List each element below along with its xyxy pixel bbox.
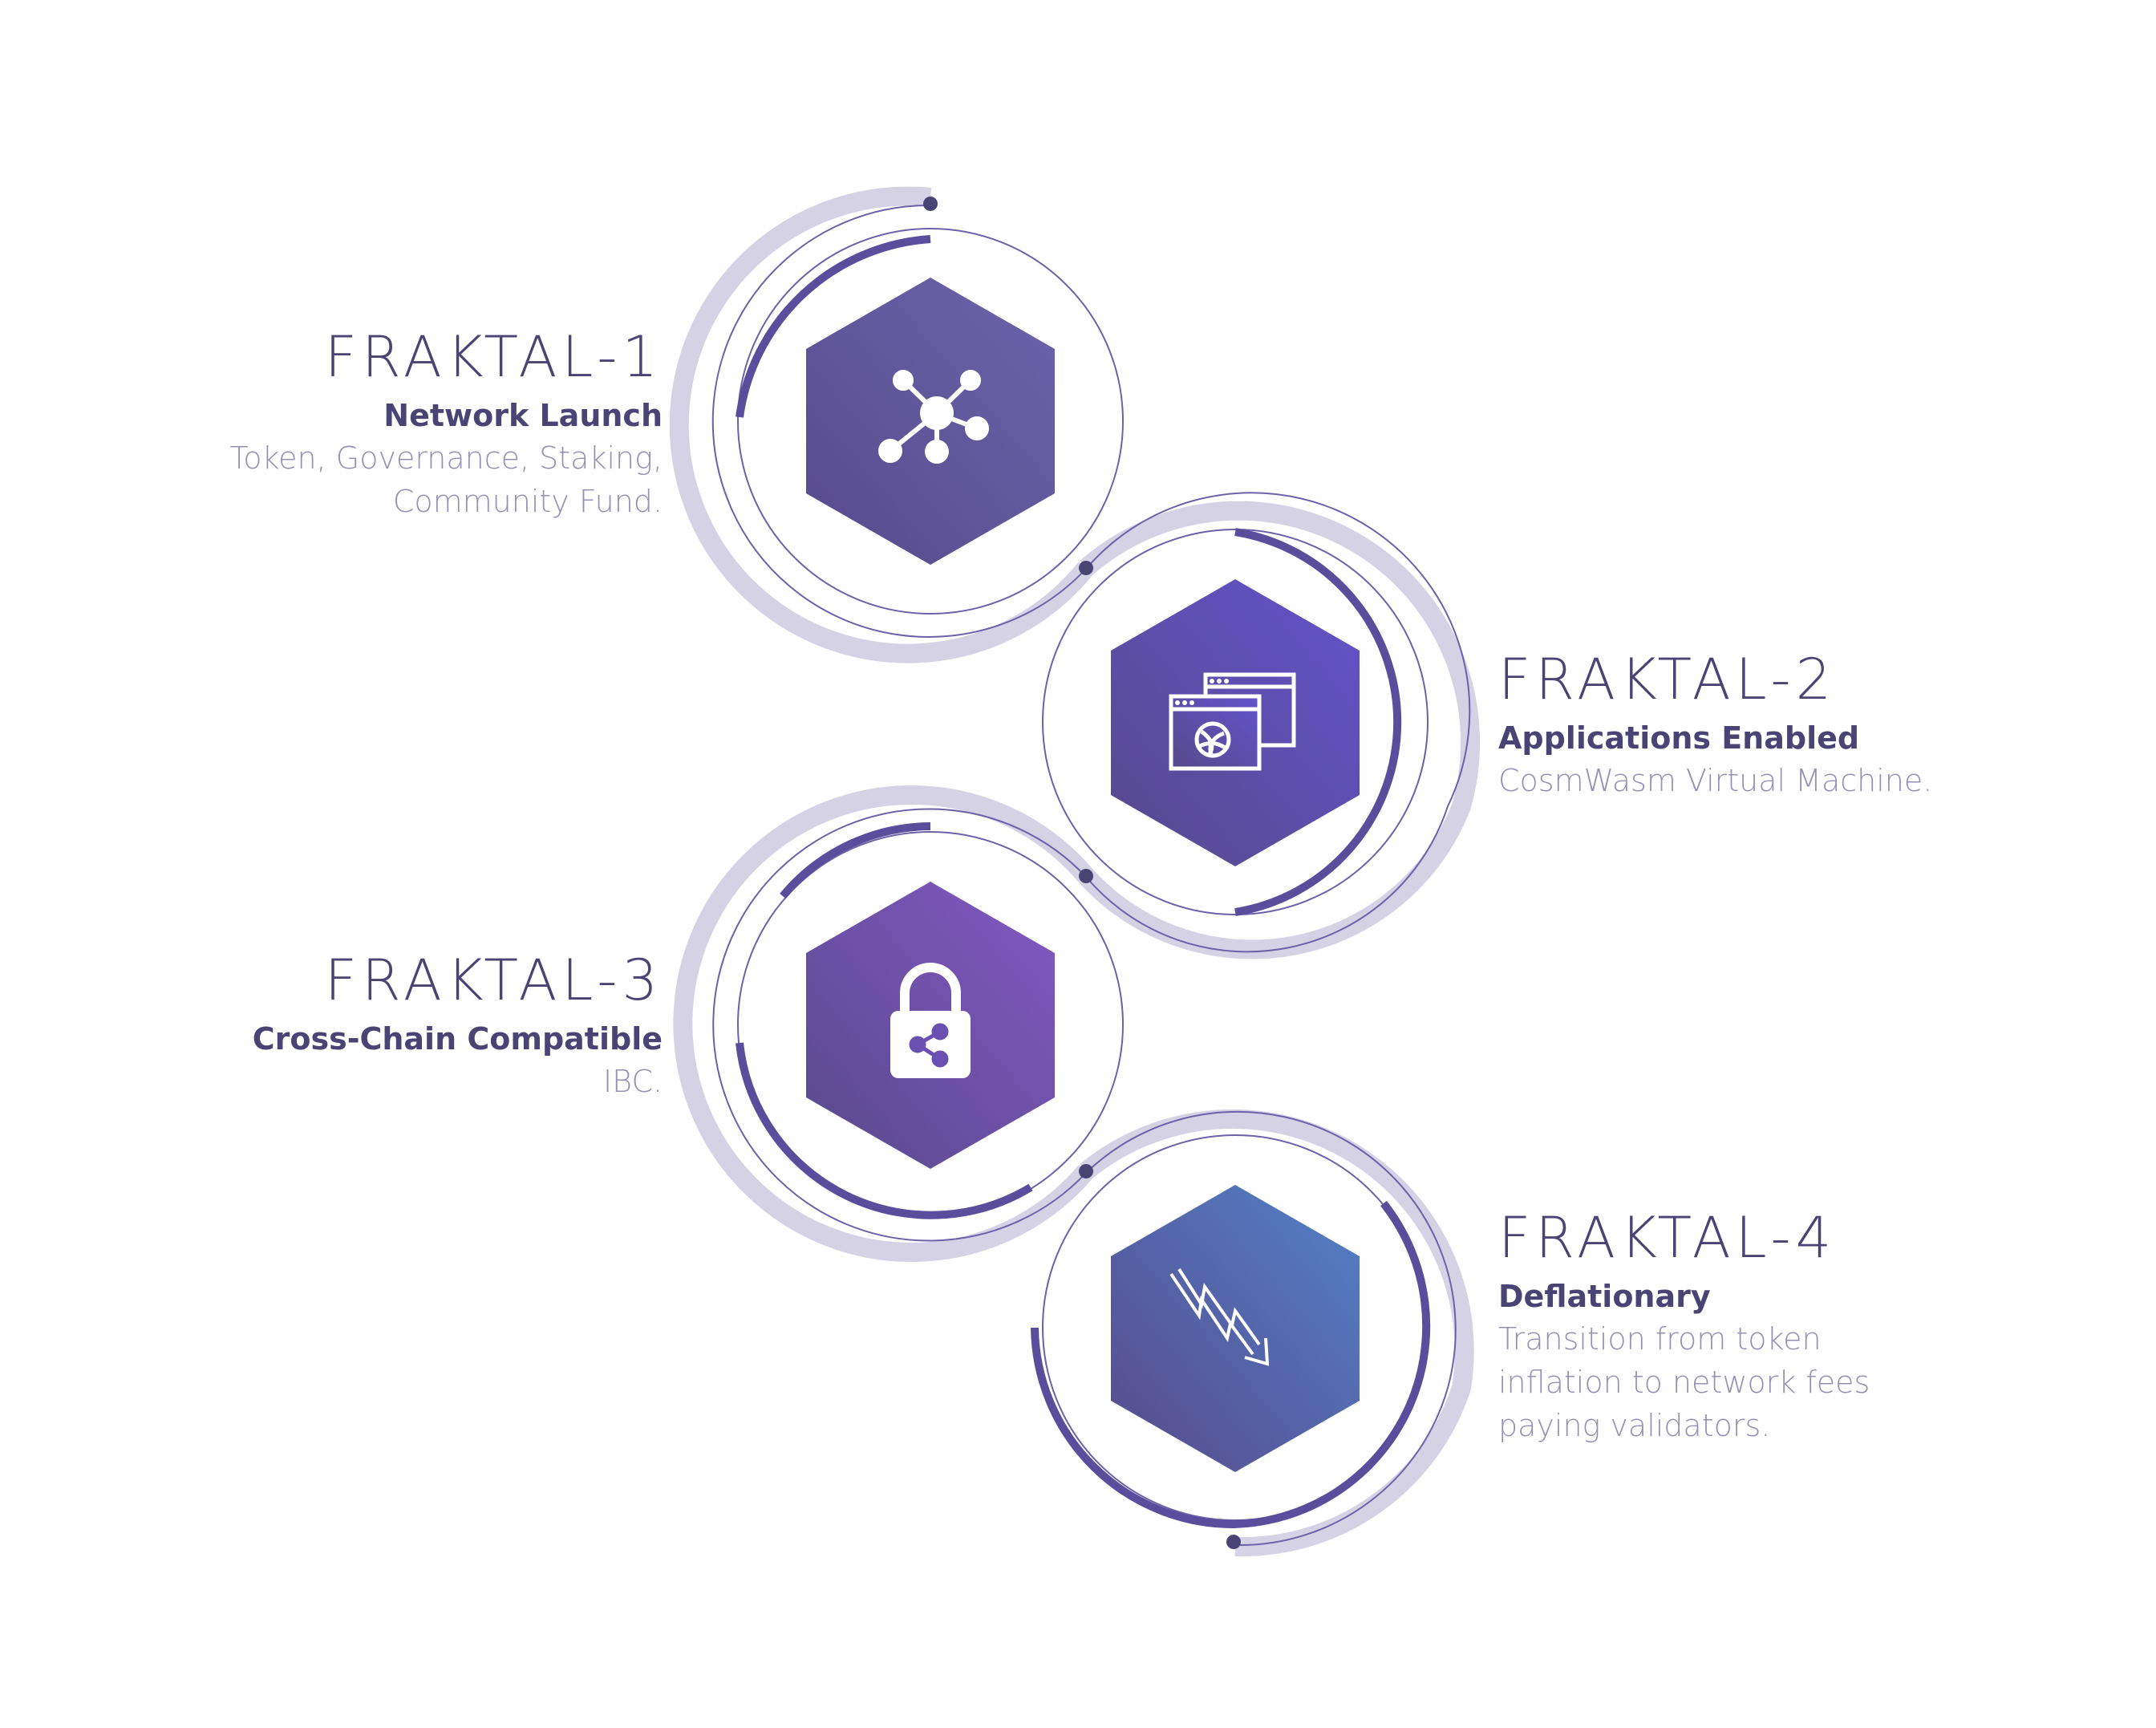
thin-ring-2: [1042, 529, 1429, 915]
stage-subtitle: Network Launch: [383, 398, 663, 433]
stage-subtitle: Applications Enabled: [1498, 720, 1860, 756]
stage-description: Token, Governance, Staking, Community Fu…: [229, 440, 663, 519]
stage-title: FRAKTAL-4: [1498, 1205, 1837, 1271]
stage-subtitle: Cross-Chain Compatible: [252, 1021, 663, 1057]
progress-arc-2: [1234, 528, 1402, 916]
progress-arc-4b: [1031, 1327, 1236, 1529]
stage-fraktal-4: FRAKTAL-4 Deflationary Transition from t…: [1498, 1210, 1870, 1447]
stage-description: IBC.: [602, 1063, 663, 1099]
progress-arc-3a: [780, 822, 931, 899]
stage-description: CosmWasm Virtual Machine.: [1498, 762, 1933, 798]
halo-band-1: [669, 186, 1094, 663]
outer-track-2: [1085, 492, 1471, 953]
thin-rings: [711, 204, 1471, 1547]
progress-arc-1: [736, 235, 931, 418]
stage-fraktal-1: FRAKTAL-1 Network Launch Token, Governan…: [229, 329, 663, 523]
browser-windows-icon: [1169, 672, 1296, 771]
outer-track-4: [1085, 1110, 1457, 1547]
end-dot: [1226, 1535, 1241, 1549]
declining-arrow-icon: [1169, 1268, 1270, 1366]
outer-track-3: [712, 808, 1087, 1242]
thin-ring-1: [737, 228, 1124, 615]
halo-band-4: [1080, 1109, 1474, 1557]
stage-description: Transition from token inflation to netwo…: [1498, 1320, 1870, 1443]
progress-arcs: [736, 235, 1431, 1529]
junction-dot-2: [1079, 869, 1093, 883]
halo-bands: [669, 186, 1481, 1557]
stage-title: FRAKTAL-3: [324, 947, 663, 1013]
stage-title: FRAKTAL-1: [324, 324, 663, 390]
padlock-share-icon: [890, 963, 971, 1078]
halo-band-3: [673, 785, 1094, 1262]
halo-band-2: [1079, 501, 1481, 959]
browser-window-dots: [1175, 679, 1229, 705]
junction-dot-1: [1079, 561, 1093, 575]
stage-fraktal-3: FRAKTAL-3 Cross-Chain Compatible IBC.: [253, 952, 663, 1103]
connector-dots: [923, 197, 1241, 1549]
progress-arc-4a: [1233, 1200, 1431, 1528]
start-dot: [923, 197, 938, 211]
progress-arc-3b: [736, 1042, 1033, 1219]
stage-title: FRAKTAL-2: [1498, 647, 1837, 712]
outer-track-1: [711, 204, 1087, 638]
stage-fraktal-2: FRAKTAL-2 Applications Enabled CosmWasm …: [1498, 651, 1932, 802]
network-hub-icon: [878, 370, 989, 464]
junction-dot-3: [1079, 1164, 1093, 1178]
stage-subtitle: Deflationary: [1498, 1279, 1711, 1314]
